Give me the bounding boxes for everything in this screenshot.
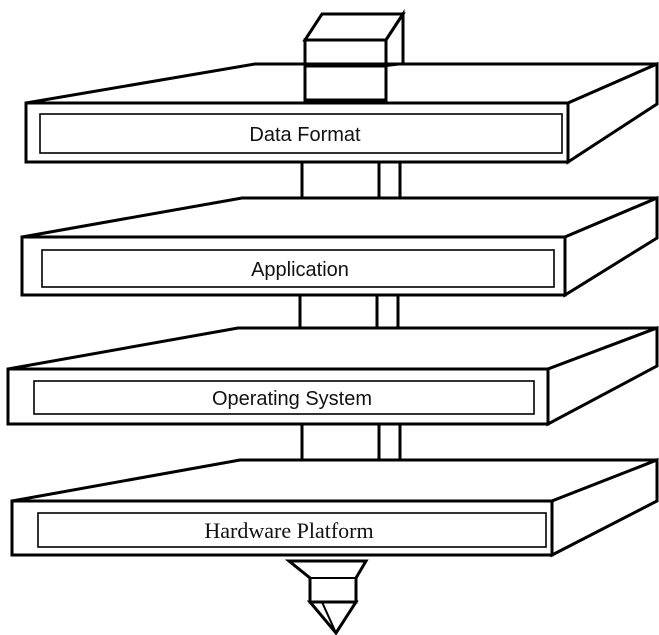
layer-label-operating-system: Operating System bbox=[212, 388, 372, 410]
layer-label-application: Application bbox=[251, 259, 349, 281]
bottom-spike bbox=[284, 559, 369, 635]
layer-plate-application: Application bbox=[20, 195, 659, 298]
layer-plate-hardware-platform: Hardware Platform bbox=[10, 457, 659, 558]
layer-label-hardware-platform: Hardware Platform bbox=[204, 518, 373, 543]
layer-plate-operating-system: Operating System bbox=[6, 325, 659, 427]
layer-label-data-format: Data Format bbox=[249, 124, 361, 146]
